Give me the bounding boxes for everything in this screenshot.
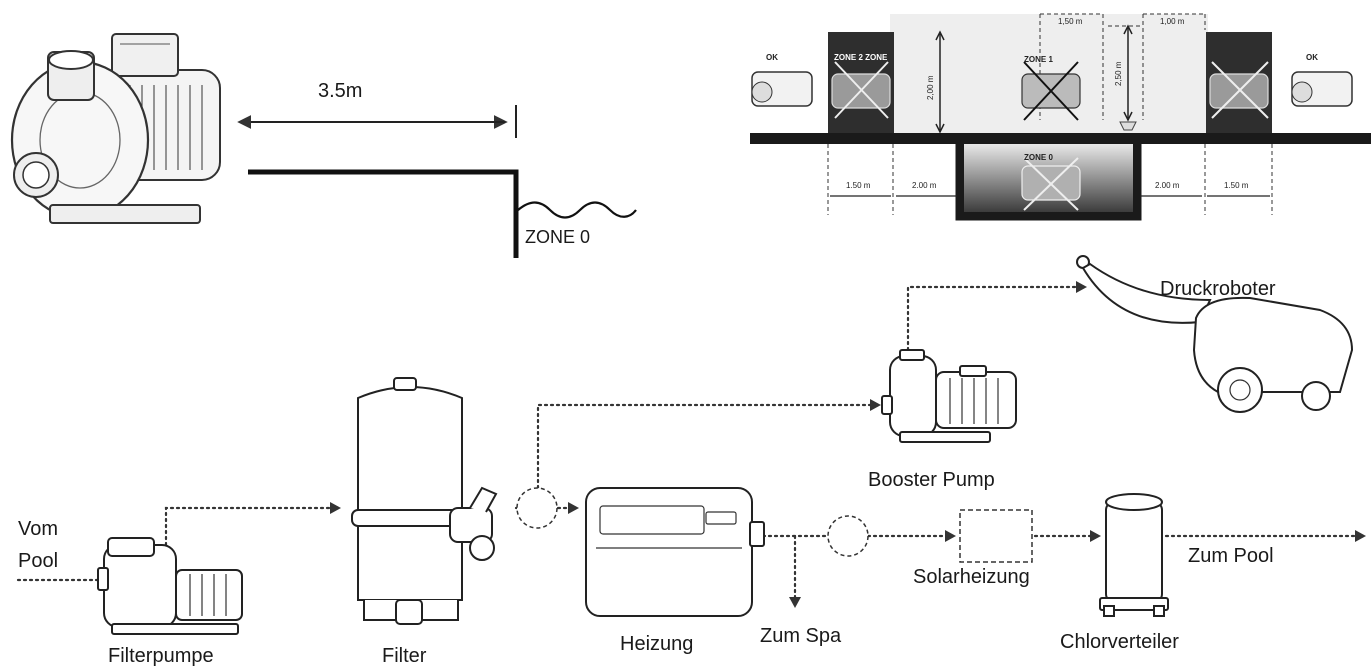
dim-top-a: 1,50 m: [1058, 17, 1083, 26]
pump-crossed-zone2-left: [831, 61, 891, 119]
flow-lines: [16, 281, 1366, 608]
zone-2-label: ZONE 2 ZONE: [834, 53, 888, 62]
pump-ok-left: [751, 71, 813, 107]
solarheizung-box: [959, 509, 1033, 563]
top-left-pump-illustration: [10, 33, 221, 224]
distance-label: 3.5m: [318, 80, 362, 102]
filterpumpe-icon: [97, 537, 243, 635]
ok-left-label: OK: [766, 53, 778, 62]
zum-spa-label: Zum Spa: [760, 625, 842, 647]
pump-crossed-zone0: [1021, 157, 1081, 211]
pump-crossed-zone1: [1021, 61, 1081, 121]
filter-label: Filter: [382, 645, 427, 667]
booster-pump-icon: [881, 349, 1017, 443]
chlorverteiler-icon: [1099, 493, 1169, 617]
chlorverteiler-label: Chlorverteiler: [1060, 631, 1179, 653]
dim-bottom-4: 1.50 m: [1224, 181, 1249, 190]
zone-0-cross-label: ZONE 0: [1024, 153, 1053, 162]
distance-indicator: 3.5m: [237, 80, 517, 138]
dim-vert-b: 2,50 m: [1114, 61, 1123, 86]
dim-top-b: 1,00 m: [1160, 17, 1185, 26]
dim-bottom-3: 2.00 m: [1155, 181, 1180, 190]
dim-bottom-1: 1.50 m: [846, 181, 871, 190]
vom-pool-label-2: Pool: [18, 550, 58, 572]
heizung-icon: [585, 487, 765, 617]
pump-crossed-zone2-right: [1209, 61, 1269, 119]
zone-0-label: ZONE 0: [525, 227, 590, 247]
zum-pool-label: Zum Pool: [1188, 545, 1274, 567]
solarheizung-label: Solarheizung: [913, 566, 1030, 588]
pump-ok-right: [1291, 71, 1353, 107]
valve-after-heater: [827, 515, 869, 557]
filterpumpe-label: Filterpumpe: [108, 645, 214, 667]
ok-right-label: OK: [1306, 53, 1318, 62]
zone-1-label: ZONE 1: [1024, 55, 1053, 64]
dim-vert-a: 2,00 m: [926, 75, 935, 100]
valve-after-filter: [516, 487, 558, 529]
heizung-label: Heizung: [620, 633, 693, 655]
pool-edge-profile: ZONE 0: [248, 169, 637, 258]
dim-bottom-2: 2.00 m: [912, 181, 937, 190]
booster-pump-label: Booster Pump: [868, 469, 995, 491]
zones-cross-section: OK OK ZONE 2 ZONE ZONE 1 ZONE 0 1,50 m 1…: [750, 13, 1371, 221]
vom-pool-label-1: Vom: [18, 518, 58, 540]
druckroboter-icon: [1076, 255, 1354, 413]
druckroboter-label: Druckroboter: [1160, 278, 1276, 300]
filter-icon: [351, 377, 498, 625]
